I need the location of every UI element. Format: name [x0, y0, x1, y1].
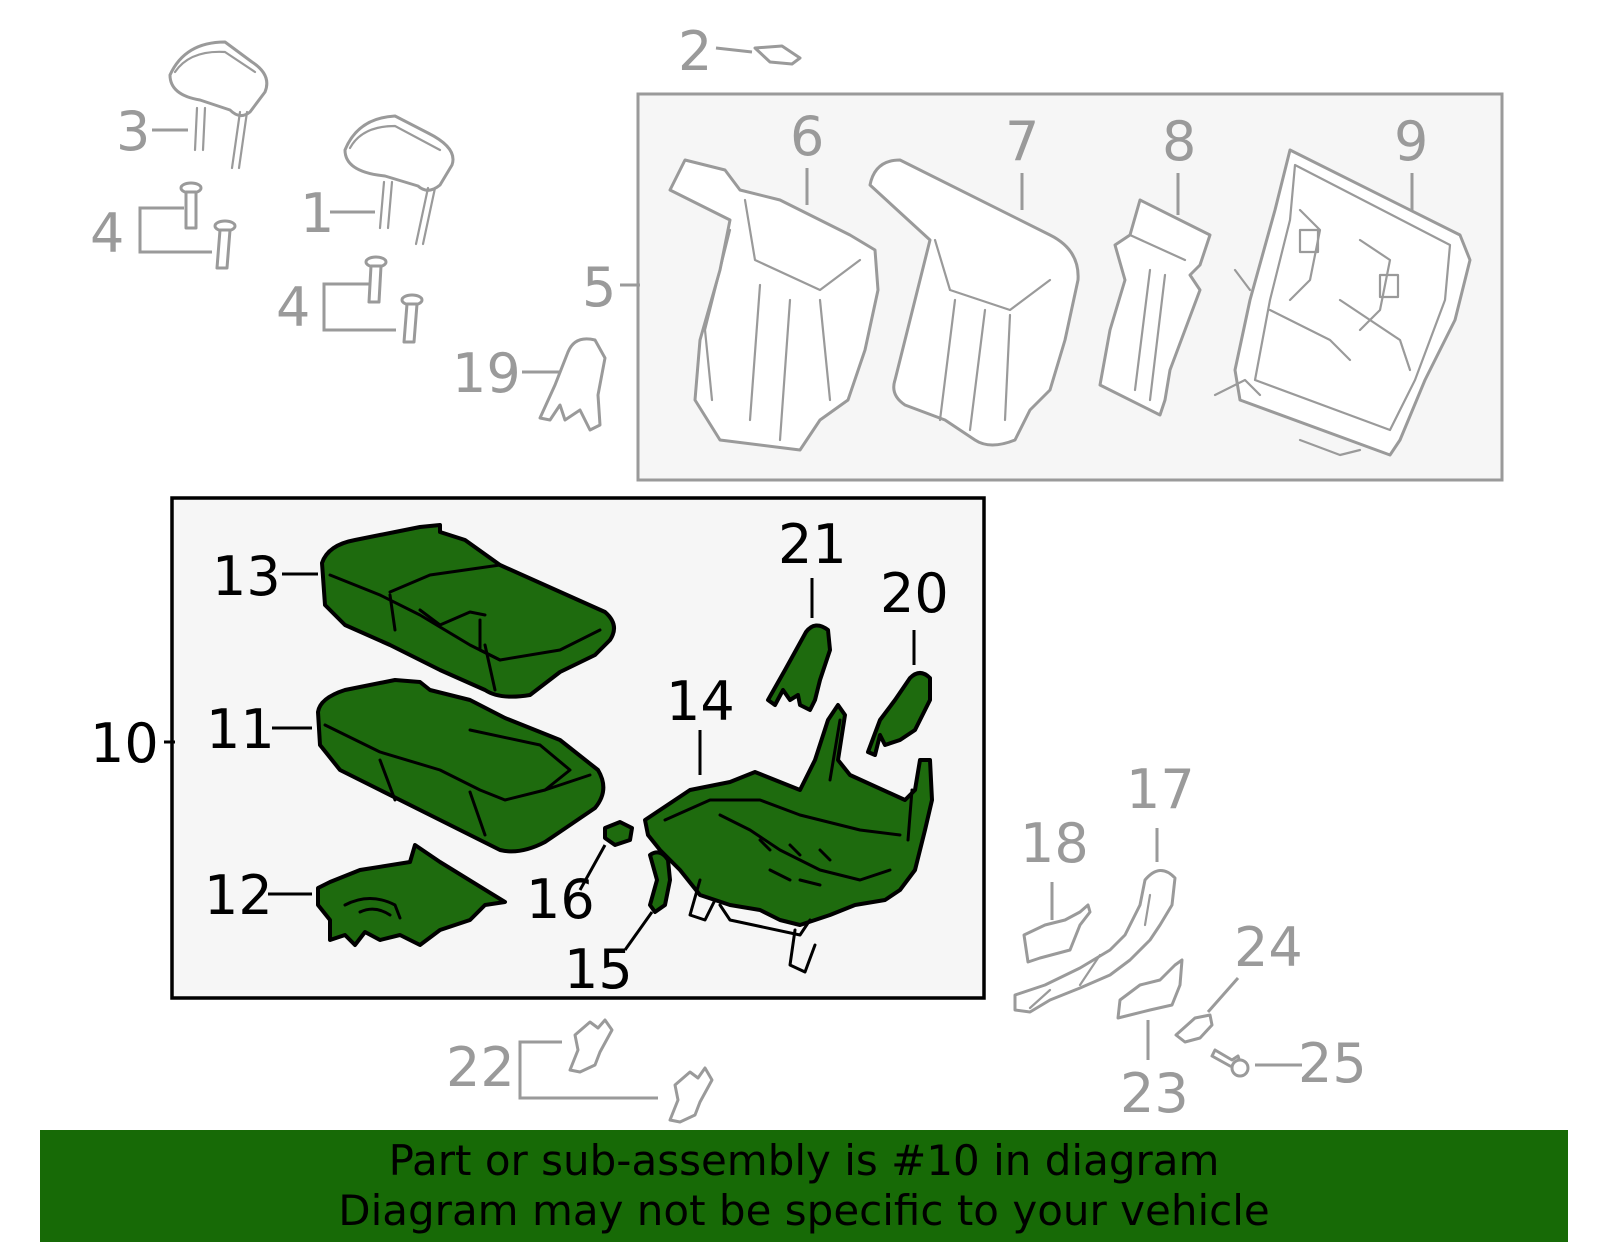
callout-9: 9 [1394, 110, 1428, 173]
cushion-frame-part-14 [643, 703, 934, 974]
callout-16: 16 [526, 868, 595, 931]
callout-25: 25 [1298, 1032, 1367, 1095]
callout-23: 23 [1120, 1062, 1189, 1125]
callout-4b: 4 [276, 276, 310, 339]
clip-part-24 [1174, 1013, 1214, 1044]
callout-22: 22 [446, 1036, 515, 1099]
headrest-part-3 [168, 40, 269, 170]
info-banner: Part or sub-assembly is #10 in diagram D… [40, 1130, 1568, 1242]
headrest-part-1 [343, 114, 455, 246]
cushion-pad-part-11 [316, 678, 606, 854]
callout-20: 20 [880, 562, 949, 625]
callout-14: 14 [666, 670, 735, 733]
callout-24: 24 [1234, 916, 1303, 979]
bracket-part-22 [568, 1018, 714, 1124]
side-cover-part-17 [1013, 869, 1177, 1014]
clip-part-2 [753, 44, 802, 66]
callout-18: 18 [1020, 812, 1089, 875]
callout-17: 17 [1126, 758, 1195, 821]
callout-5: 5 [582, 256, 616, 319]
callout-11: 11 [206, 698, 275, 761]
callout-19: 19 [452, 342, 521, 405]
banner-line-1: Part or sub-assembly is #10 in diagram [388, 1136, 1220, 1185]
callout-10: 10 [90, 712, 159, 775]
bracket-part-23 [1116, 958, 1184, 1020]
cushion-cover-part-13 [320, 523, 616, 699]
leader-lines-black [164, 572, 916, 951]
callout-8: 8 [1162, 110, 1196, 173]
bracket-part-18 [1022, 903, 1092, 964]
callout-2: 2 [678, 20, 712, 83]
banner-line-2: Diagram may not be specific to your vehi… [338, 1186, 1270, 1235]
seat-back-cover-part-7 [868, 158, 1080, 447]
callout-7: 7 [1005, 110, 1039, 173]
clip-part-16 [603, 820, 634, 847]
bracket-part-21 [766, 623, 832, 712]
seat-back-pad-part-8 [1098, 198, 1212, 417]
leader-lines-gray [138, 46, 1414, 1100]
callout-12: 12 [204, 864, 273, 927]
screw-part-25 [1210, 1048, 1250, 1078]
callout-15: 15 [564, 938, 633, 1001]
callout-6: 6 [790, 105, 824, 168]
seat-back-cover-part-6 [668, 158, 880, 452]
cushion-mat-part-12 [316, 843, 507, 947]
seat-cushion-group-box [170, 496, 986, 1000]
bracket-part-19 [538, 337, 607, 432]
headrest-guide-part-4a [179, 181, 237, 270]
callout-1: 1 [300, 182, 334, 245]
callout-21: 21 [778, 513, 847, 576]
callout-4a: 4 [90, 202, 124, 265]
headrest-guide-part-4b [364, 255, 424, 344]
callout-3: 3 [116, 100, 150, 163]
bracket-part-20 [866, 671, 932, 757]
seat-back-frame-part-9 [1213, 148, 1472, 457]
callout-13: 13 [212, 545, 281, 608]
